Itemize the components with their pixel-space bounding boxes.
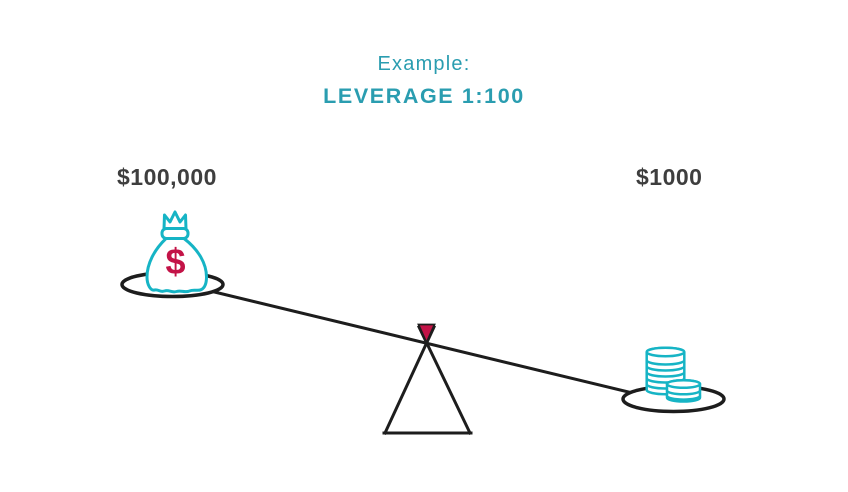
left-amount-label: $100,000 bbox=[117, 164, 217, 190]
dollar-sign: $ bbox=[165, 241, 185, 282]
leverage-heading: LEVERAGE 1:100 bbox=[323, 84, 525, 108]
lever-beam bbox=[199, 287, 646, 398]
coin-stack-short-top bbox=[665, 378, 702, 390]
money-bag-icon: $ bbox=[145, 210, 208, 294]
fulcrum-left-leg bbox=[383, 325, 436, 435]
money-bag-tie bbox=[162, 210, 188, 231]
right-amount-label: $1000 bbox=[636, 164, 703, 190]
coin-stack-icon bbox=[645, 346, 702, 403]
fulcrum-triangle bbox=[382, 323, 473, 436]
example-eyebrow: Example: bbox=[377, 53, 471, 75]
fulcrum-right-leg bbox=[416, 324, 473, 436]
coin-stack-tall-top bbox=[645, 346, 686, 358]
pivot-triangle-icon bbox=[417, 323, 436, 345]
money-bag-body bbox=[145, 237, 208, 294]
